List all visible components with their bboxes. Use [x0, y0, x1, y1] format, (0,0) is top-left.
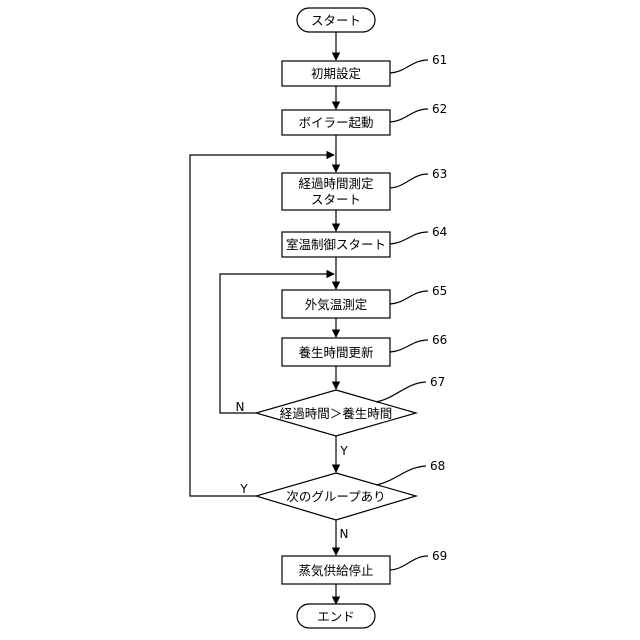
ref-64: 64	[432, 225, 447, 239]
step-65-label: 外気温測定	[305, 297, 368, 312]
step-63-label-line2: スタート	[311, 192, 361, 207]
ref-68: 68	[430, 459, 445, 473]
step-64-label: 室温制御スタート	[286, 237, 386, 252]
ref-63: 63	[432, 167, 447, 181]
decision-67-label: 経過時間＞養生時間	[280, 406, 393, 421]
decision-68-no-marker: N	[340, 527, 349, 541]
leader-68	[376, 466, 426, 485]
decision-67-no-marker: N	[236, 400, 245, 414]
end-label: エンド	[317, 609, 355, 624]
leader-61	[390, 60, 428, 73]
leader-67	[376, 382, 426, 402]
leader-66	[390, 340, 428, 352]
step-69-label: 蒸気供給停止	[298, 563, 373, 578]
decision-67-yes-marker: Y	[339, 444, 348, 458]
leader-69	[390, 556, 428, 570]
leader-62	[390, 109, 428, 122]
decision-68-yes-marker: Y	[239, 482, 248, 496]
ref-66: 66	[432, 333, 447, 347]
ref-61: 61	[432, 53, 447, 67]
ref-65: 65	[432, 284, 447, 298]
step-63-label-line1: 経過時間測定	[298, 176, 373, 191]
ref-67: 67	[430, 375, 445, 389]
step-62-label: ボイラー起動	[298, 115, 373, 130]
start-label: スタート	[311, 13, 361, 28]
leader-64	[390, 232, 428, 244]
ref-62: 62	[432, 102, 447, 116]
ref-69: 69	[432, 549, 447, 563]
step-61-label: 初期設定	[311, 66, 361, 81]
decision-68-label: 次のグループあり	[286, 489, 385, 504]
leader-63	[390, 174, 428, 188]
leader-65	[390, 291, 428, 304]
step-66-label: 養生時間更新	[298, 345, 373, 360]
